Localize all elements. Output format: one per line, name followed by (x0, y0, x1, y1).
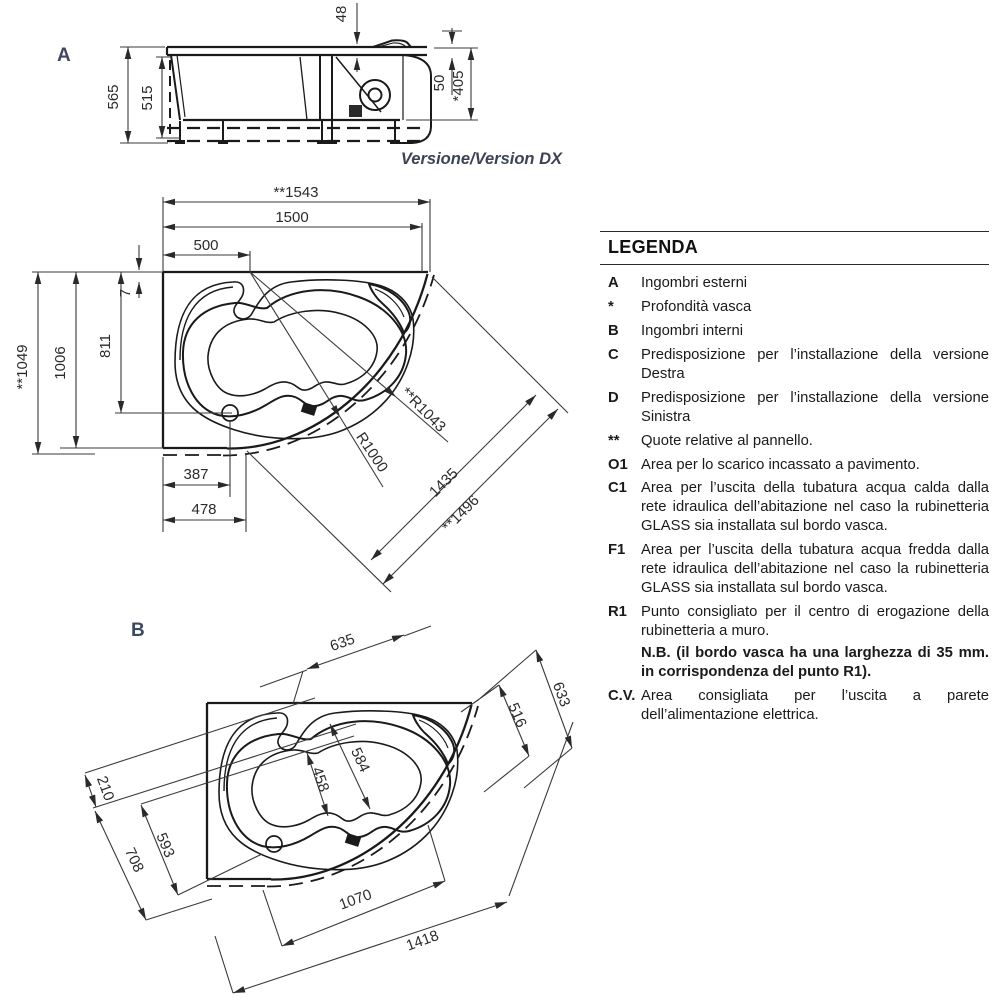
legend-key: R1 (608, 604, 627, 621)
legend-item-c: C Predisposizione per l’installazione de… (600, 346, 989, 384)
tub-legs (175, 121, 400, 144)
internal-dimensions-drawing: 210 708 593 635 458 584 516 633 1070 (84, 625, 574, 994)
legend-item-o1: O1 Area per lo scarico incassato a pavim… (600, 456, 989, 475)
legend-text: Profondità vasca (641, 298, 752, 315)
dim-1500: 1500 (275, 209, 308, 226)
legend-title-rule (600, 264, 989, 265)
legend-text: Area consigliata per l’uscita a parete d… (641, 687, 989, 723)
dim-50: 50 (431, 75, 448, 92)
corner-apron (394, 54, 432, 144)
dim-584: 584 (347, 745, 373, 775)
dim-633: 633 (549, 680, 574, 709)
view-b-dimensions: 210 708 593 635 458 584 516 633 1070 (84, 625, 574, 994)
dim-478: 478 (191, 501, 216, 518)
dim-405: *405 (450, 71, 467, 102)
view-b-label: B (131, 620, 145, 641)
legend-key: A (608, 275, 619, 291)
dim-458: 458 (308, 765, 332, 794)
legend-text: Ingombri interni (641, 322, 743, 339)
legend-top-rule (600, 231, 989, 232)
dim-635: 635 (328, 631, 357, 656)
legend-text: Predisposizione per l’installazione dell… (641, 346, 989, 382)
bathtub-plan-b (205, 701, 480, 888)
legend-item-star: * Profondità vasca (600, 298, 989, 317)
legend-item-d: D Predisposizione per l’installazione de… (600, 389, 989, 427)
dim-1496: **1496 (439, 492, 483, 536)
side-elevation-drawing: 565 515 48 50 *405 (105, 3, 478, 144)
dim-7: 7 (117, 289, 134, 297)
plan-view-drawing: **1543 1500 500 7 **1049 1006 811 387 (14, 184, 569, 593)
view-a-label: A (57, 45, 71, 66)
base-dashed-lines (167, 126, 427, 143)
dim-1049: **1049 (14, 344, 31, 389)
bathtub-side-view (165, 39, 432, 144)
legend-text: Quote relative al pannello. (641, 432, 813, 449)
legend-text: Area per l’uscita della tubatura acqua f… (641, 542, 989, 597)
headrest-side (372, 39, 412, 48)
legend-item-a: A Ingombri esterni (600, 274, 989, 293)
legend-text: Predisposizione per l’installazione dell… (641, 389, 989, 425)
support-brace (335, 56, 382, 113)
dim-593: 593 (152, 830, 177, 860)
dim-1070: 1070 (337, 886, 374, 913)
dim-48: 48 (333, 6, 350, 23)
legend-item-b: B Ingombri interni (600, 322, 989, 341)
dim-516: 516 (504, 700, 529, 730)
legend-item-f1: F1 Area per l’uscita della tubatura acqu… (600, 541, 989, 598)
legend-key: D (608, 389, 619, 406)
version-caption: Versione/Version DX (400, 150, 562, 168)
dim-1006: 1006 (52, 346, 69, 379)
legend-key: F1 (608, 542, 626, 559)
legend-text: Punto consigliato per il centro di eroga… (641, 604, 989, 639)
dim-708: 708 (121, 845, 147, 875)
legend-key: B (608, 322, 619, 339)
dim-500: 500 (193, 237, 218, 254)
legend-key: ** (608, 432, 620, 449)
legend-key: * (608, 298, 614, 315)
tub-rim-side (165, 45, 427, 57)
dim-1435: 1435 (426, 465, 462, 501)
legend-key: O1 (608, 456, 628, 473)
legend-item-cv: C.V. Area consigliata per l’uscita a par… (600, 687, 989, 725)
legend-title: LEGENDA (608, 237, 699, 257)
dim-387: 387 (183, 466, 208, 483)
plan-dimensions: **1543 1500 500 7 **1049 1006 811 387 (14, 184, 569, 593)
legend-text: Ingombri esterni (641, 275, 748, 291)
dim-r1043: **R1043 (397, 384, 449, 436)
legend-item-c1: C1 Area per l’uscita della tubatura acqu… (600, 479, 989, 536)
view-a-dimensions: 565 515 48 50 *405 (105, 3, 478, 144)
dim-1418: 1418 (404, 927, 441, 954)
legend-r1-note: N.B. (il bordo vasca ha una larghezza di… (641, 644, 989, 680)
legend-key: C (608, 346, 619, 363)
legend-items: A Ingombri esterni * Profondità vasca B … (600, 274, 989, 725)
bathtub-plan (161, 270, 436, 457)
legend-item-r1: R1 Punto consigliato per il centro di er… (600, 603, 989, 682)
legend-panel: LEGENDA A Ingombri esterni * Profondità … (600, 231, 989, 725)
pump-icon (359, 79, 391, 111)
dim-210: 210 (93, 774, 118, 803)
dim-515: 515 (139, 85, 156, 110)
motor-box (349, 105, 362, 117)
legend-key: C.V. (608, 687, 636, 704)
legend-text: Area per l’uscita della tubatura acqua c… (641, 480, 989, 535)
dim-1543: **1543 (273, 184, 318, 201)
dim-565: 565 (105, 84, 122, 109)
legend-text: Area per lo scarico incassato a paviment… (641, 456, 920, 473)
legend-item-doublestar: ** Quote relative al pannello. (600, 432, 989, 451)
dim-811: 811 (97, 334, 114, 358)
legend-key: C1 (608, 480, 627, 497)
